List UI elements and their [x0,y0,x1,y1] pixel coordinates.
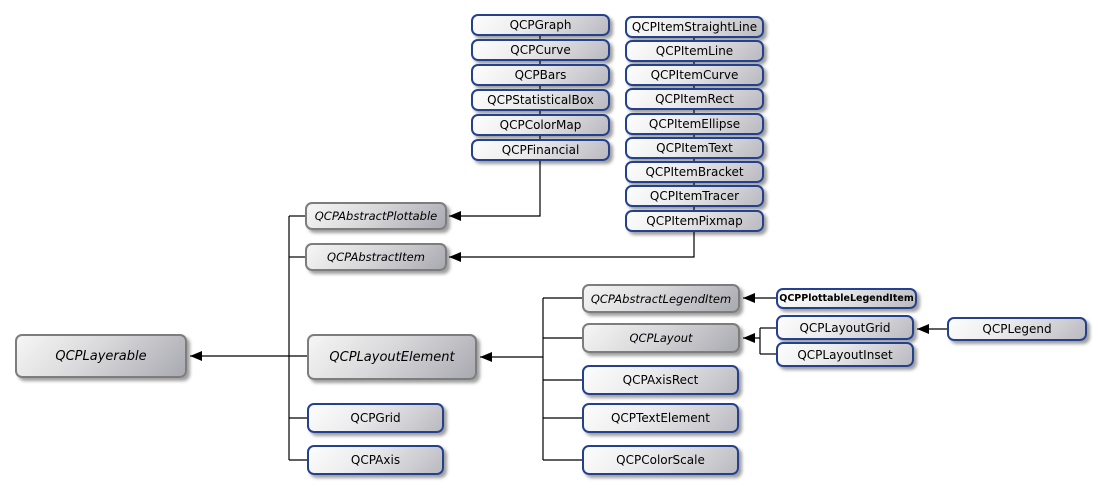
class-label-qcpitempixmap: QCPItemPixmap [646,214,743,228]
class-box-qcpcurve[interactable]: QCPCurve [471,39,610,61]
class-box-qcptextelement[interactable]: QCPTextElement [582,403,739,433]
class-box-qcpfinancial[interactable]: QCPFinancial [471,139,610,161]
class-box-qcpgrid[interactable]: QCPGrid [307,403,444,433]
edge-plottable-children-spine [449,25,541,221]
class-label-qcplayout: QCPLayout [629,331,693,345]
class-box-qcpitemellipse[interactable]: QCPItemEllipse [625,113,764,135]
class-label-qcpcurve: QCPCurve [510,43,571,57]
class-box-qcplayoutelement[interactable]: QCPLayoutElement [307,334,477,380]
class-box-qcpabstractplottable[interactable]: QCPAbstractPlottable [305,202,447,230]
class-box-qcpitemrect[interactable]: QCPItemRect [625,88,764,110]
class-label-qcpcolormap: QCPColorMap [499,118,582,132]
class-label-qcpitemrect: QCPItemRect [655,92,734,106]
class-box-qcpabstractitem[interactable]: QCPAbstractItem [305,243,447,271]
class-box-qcpabstractlegenditem[interactable]: QCPAbstractLegendItem [582,284,740,313]
class-label-qcplayoutgrid: QCPLayoutGrid [799,320,891,335]
class-label-qcplayoutelement: QCPLayoutElement [329,349,455,365]
class-label-qcpaxis: QCPAxis [350,453,401,467]
class-label-qcpstatisticalbox: QCPStatisticalBox [487,93,594,107]
class-label-qcplayerable: QCPLayerable [55,348,147,364]
class-label-qcpitemellipse: QCPItemEllipse [648,117,741,131]
class-box-qcpbars[interactable]: QCPBars [471,64,610,86]
class-box-qcplayoutgrid[interactable]: QCPLayoutGrid [776,315,914,340]
class-label-qcpitemstraightline: QCPItemStraightLine [631,20,758,34]
class-label-qcplegend: QCPLegend [982,322,1052,336]
class-box-qcpitemstraightline[interactable]: QCPItemStraightLine [625,16,764,38]
class-label-qcpitemtracer: QCPItemTracer [649,189,740,203]
class-label-qcpaxisrect: QCPAxisRect [622,373,699,387]
class-box-qcpgraph[interactable]: QCPGraph [471,14,610,36]
class-box-qcpitemline[interactable]: QCPItemLine [625,40,764,62]
class-label-qcpitemtext: QCPItemText [656,141,733,155]
class-box-qcpitembracket[interactable]: QCPItemBracket [625,161,764,183]
class-label-qcpabstractplottable: QCPAbstractPlottable [314,209,438,223]
class-label-qcpcolorscale: QCPColorScale [616,453,705,467]
class-label-qcpgrid: QCPGrid [350,411,401,425]
class-label-qcpplottablelegenditem: QCPPlottableLegendItem [779,293,914,304]
class-label-qcpgraph: QCPGraph [509,18,572,32]
class-box-qcplegend[interactable]: QCPLegend [947,317,1087,341]
class-label-qcplayoutinset: QCPLayoutInset [797,347,893,362]
class-box-qcplayout[interactable]: QCPLayout [582,323,740,353]
class-box-qcpplottablelegenditem[interactable]: QCPPlottableLegendItem [776,288,917,309]
class-box-qcpitemtext[interactable]: QCPItemText [625,137,764,159]
class-box-qcplayoutinset[interactable]: QCPLayoutInset [776,342,914,367]
class-label-qcpfinancial: QCPFinancial [501,143,580,157]
class-label-qcpitembracket: QCPItemBracket [645,165,744,179]
class-box-qcpitempixmap[interactable]: QCPItemPixmap [625,210,764,232]
class-label-qcpitemcurve: QCPItemCurve [650,68,739,82]
class-box-qcpaxisrect[interactable]: QCPAxisRect [582,365,739,395]
class-box-qcpitemcurve[interactable]: QCPItemCurve [625,64,764,86]
class-box-qcpstatisticalbox[interactable]: QCPStatisticalBox [471,89,610,111]
class-box-qcpitemtracer[interactable]: QCPItemTracer [625,185,764,207]
class-label-qcpitemline: QCPItemLine [655,44,734,58]
class-box-qcpcolorscale[interactable]: QCPColorScale [582,445,739,475]
class-label-qcpabstractitem: QCPAbstractItem [327,250,425,264]
class-label-qcptextelement: QCPTextElement [610,411,710,425]
class-box-qcpcolormap[interactable]: QCPColorMap [471,114,610,136]
class-label-qcpbars: QCPBars [514,68,567,82]
class-box-qcpaxis[interactable]: QCPAxis [307,445,444,475]
class-box-qcplayerable[interactable]: QCPLayerable [15,334,187,378]
class-label-qcpabstractlegenditem: QCPAbstractLegendItem [590,291,732,306]
